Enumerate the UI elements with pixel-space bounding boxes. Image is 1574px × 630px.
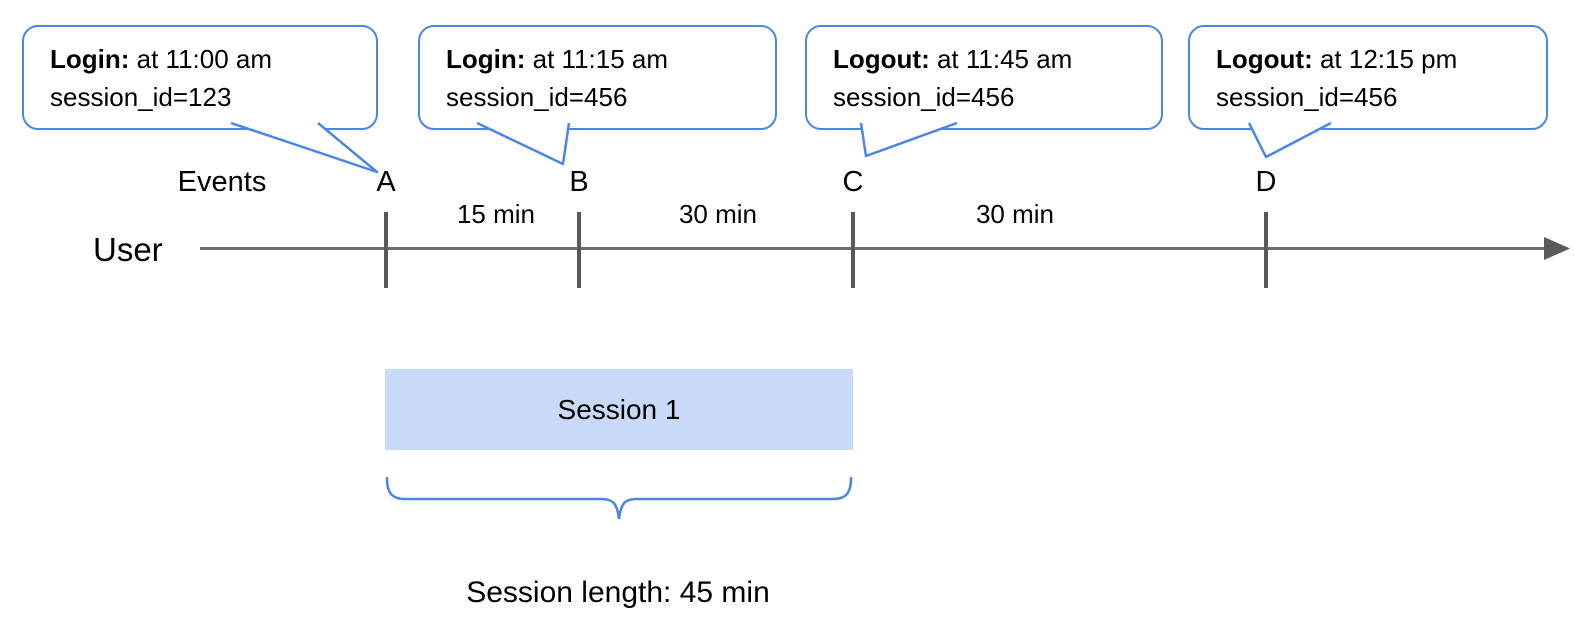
event-time-label: at 12:15 pm [1312,44,1458,74]
marker-label-d: D [1255,166,1277,198]
callout-login-a: Login: at 11:00 am session_id=123 [22,25,378,130]
callout-login-b: Login: at 11:15 am session_id=456 [418,25,777,130]
interval-label-cd: 30 min [975,199,1055,229]
marker-label-c: C [842,166,864,198]
session-id-label: session_id=123 [50,82,232,112]
timeline-row-label: User [93,231,163,268]
session-box: Session 1 [385,369,853,450]
event-time-label: at 11:00 am [129,44,273,74]
event-time-label: at 11:45 am [929,44,1073,74]
session-length-label: Session length: 45 min [466,576,770,609]
marker-label-b: B [569,166,589,198]
session-id-label: session_id=456 [833,82,1015,112]
session-id-label: session_id=456 [446,82,628,112]
event-time-label: at 11:15 am [525,44,669,74]
events-label: Events [177,166,267,198]
event-type-label: Logout: [1216,44,1313,74]
callout-logout-c: Logout: at 11:45 am session_id=456 [805,25,1163,130]
callout-tail-a [230,121,379,174]
interval-label-ab: 15 min [456,199,536,229]
interval-label-bc: 30 min [678,199,758,229]
session-brace [385,476,853,520]
event-type-label: Logout: [833,44,930,74]
session-id-label: session_id=456 [1216,82,1398,112]
callout-logout-d: Logout: at 12:15 pm session_id=456 [1188,25,1548,130]
event-type-label: Login: [446,44,526,74]
session-box-label: Session 1 [557,393,681,425]
event-type-label: Login: [50,44,130,74]
timeline-arrowhead-icon [1544,237,1570,260]
marker-label-a: A [376,166,396,198]
